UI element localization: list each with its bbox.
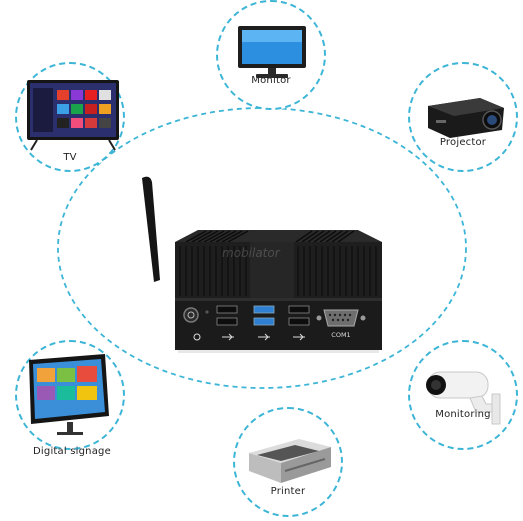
device-bubble-tv: TV bbox=[15, 62, 125, 172]
security-camera-icon bbox=[426, 371, 501, 425]
device-label-projector: Projector bbox=[439, 137, 487, 148]
device-bubble-projector: Projector bbox=[408, 62, 518, 172]
device-label-monitor: Monitor bbox=[251, 75, 291, 86]
projector-icon bbox=[428, 98, 504, 138]
printer-icon bbox=[249, 439, 331, 483]
digital-signage-icon bbox=[29, 354, 109, 435]
device-bubble-digital-signage: Digital signage bbox=[15, 340, 125, 457]
device-bubble-printer: Printer bbox=[233, 407, 343, 517]
device-label-printer: Printer bbox=[270, 486, 306, 497]
device-label-monitoring: Monitoring bbox=[435, 409, 491, 420]
device-bubble-monitoring: Monitoring bbox=[408, 340, 518, 450]
device-label-digital-signage: Digital signage bbox=[33, 446, 111, 457]
device-bubble-monitor: Monitor bbox=[216, 0, 326, 110]
tv-icon bbox=[27, 80, 119, 151]
com-port-label: COM1 bbox=[331, 331, 351, 339]
device-label-tv: TV bbox=[63, 152, 77, 163]
watermark-text: mobilator bbox=[222, 246, 280, 260]
monitor-icon bbox=[238, 26, 306, 78]
